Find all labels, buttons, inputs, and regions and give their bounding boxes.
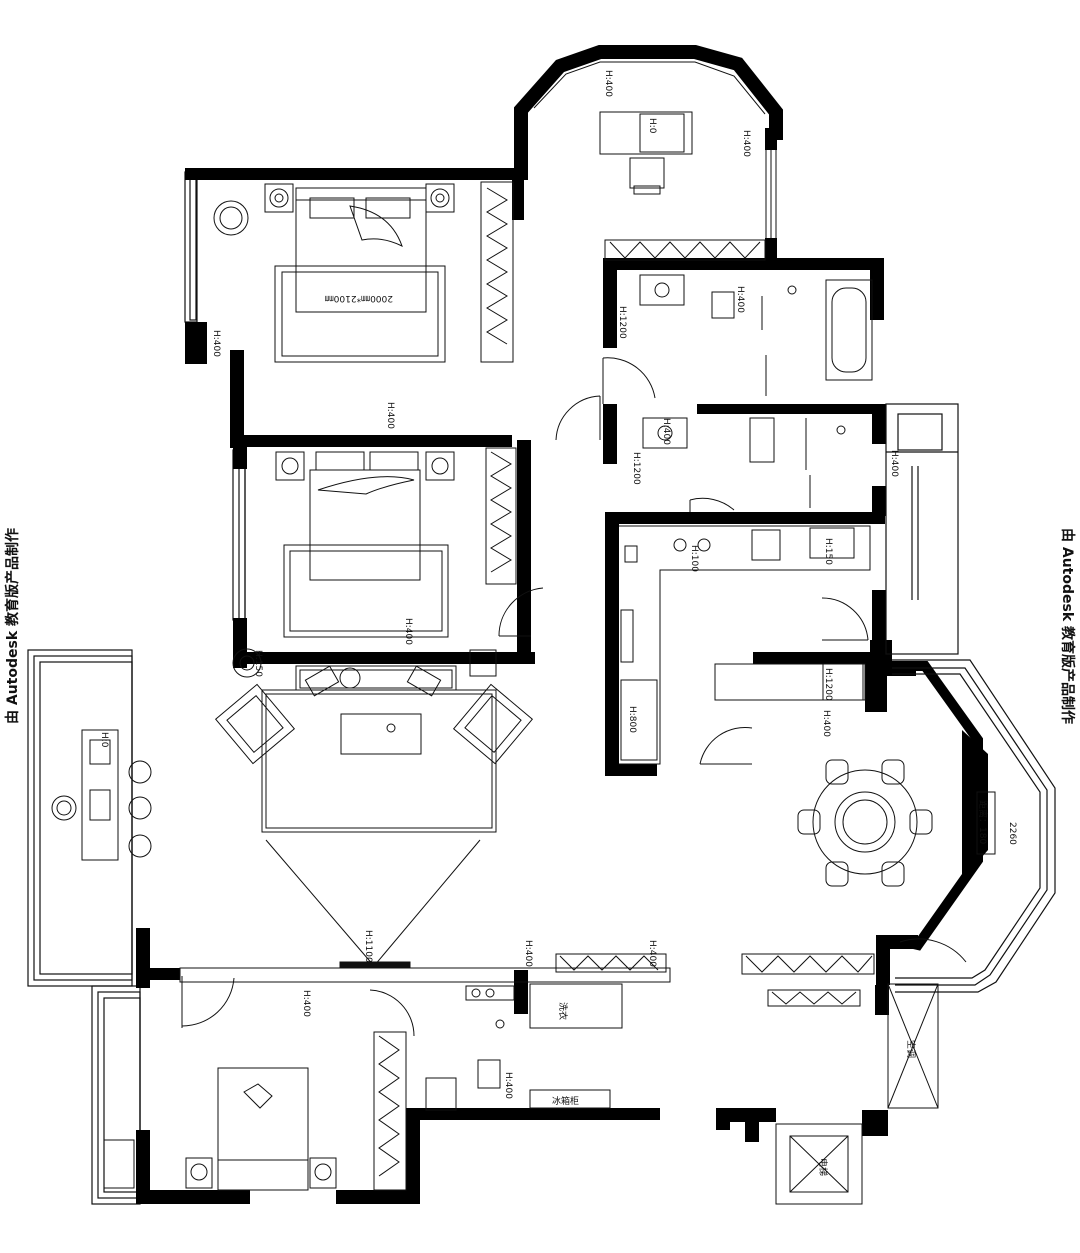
label-h400-bath3b: H:400 xyxy=(523,940,533,967)
living-rug xyxy=(261,689,497,833)
label-h400-bath2: H:400 xyxy=(889,450,899,477)
label-h150-living: H:150 xyxy=(253,650,263,677)
master-bed xyxy=(274,187,446,363)
elevator-shaft xyxy=(775,1123,863,1205)
label-h100-kitchen: H:100 xyxy=(689,545,699,572)
label-h400-master: H:400 xyxy=(211,330,221,357)
wardrobe-bedroom3 xyxy=(373,1031,407,1191)
study-cabinet xyxy=(604,239,766,261)
dining-bay xyxy=(892,659,1056,993)
label-wash: 洗衣 xyxy=(557,1002,569,1020)
kitchen-counter xyxy=(619,525,871,765)
kitchen-fridge xyxy=(714,663,866,701)
label-elevator: 电梯 xyxy=(817,1158,829,1176)
label-h0-tea: H:0 xyxy=(99,732,109,748)
label-h400-bed2: H:400 xyxy=(403,618,413,645)
armchair-master xyxy=(213,200,249,236)
label-h1200-bath2: H:1200 xyxy=(631,452,641,485)
label-h400-bath2b: H:400 xyxy=(661,418,671,445)
study-octagon-wall xyxy=(514,45,783,140)
label-h1800-fridge: H:1200 xyxy=(823,668,833,701)
label-h400-hall: H:400 xyxy=(385,402,395,429)
label-h400-bath3: H:400 xyxy=(503,1072,513,1099)
label-h1100-tv: H:1100 xyxy=(363,930,373,963)
label-h150-kitchen: H:150 xyxy=(823,538,833,565)
label-h0-study: H:0 xyxy=(647,118,657,134)
living-armchairs xyxy=(214,683,534,765)
study-desk xyxy=(599,111,693,195)
bed-2 xyxy=(275,451,455,638)
door-swings xyxy=(181,357,967,1037)
tv-wall xyxy=(179,967,671,983)
laundry-cabinet xyxy=(529,953,667,1109)
ac-shaft xyxy=(887,983,939,1109)
dining-sideboard xyxy=(976,791,996,855)
living-sofa xyxy=(295,665,457,697)
bath-upper xyxy=(639,274,873,396)
utility-balcony xyxy=(885,403,959,655)
bedroom3-bed xyxy=(103,1067,337,1191)
label-h400-study: H:400 xyxy=(603,70,613,97)
dining-cabinet xyxy=(741,953,875,1007)
wardrobe-master xyxy=(480,181,514,363)
label-air-cond: 空调 xyxy=(905,1040,917,1058)
label-h400-bed3: H:400 xyxy=(301,990,311,1017)
label-h400-bath1: H:400 xyxy=(735,286,745,313)
nightstand-left xyxy=(264,183,294,213)
label-ref-cabinet: 冰箱柜 xyxy=(552,1095,579,1107)
dining-dim-label: 距离：180 xyxy=(977,800,989,844)
label-h800-kitchen: H:800 xyxy=(627,706,637,733)
label-h1200-bath1: H:1200 xyxy=(617,306,627,339)
dining-tea-area xyxy=(51,729,152,861)
walls xyxy=(136,108,918,1204)
balcony-outline xyxy=(27,171,246,1205)
label-h400-study-right: H:400 xyxy=(741,130,751,157)
label-h400-dining-top: H:400 xyxy=(821,710,831,737)
dining-dim-2260: 2260 xyxy=(1007,822,1017,845)
tv-sightline xyxy=(265,839,481,969)
wardrobe-bedroom2 xyxy=(485,447,517,585)
bath-south xyxy=(425,985,515,1111)
bath-lower xyxy=(642,417,846,508)
living-side-tables xyxy=(232,648,497,678)
dining-table xyxy=(797,759,933,887)
nightstand-right xyxy=(425,183,455,213)
master-bed-size: 2000㎜*2100㎜ xyxy=(325,293,393,303)
